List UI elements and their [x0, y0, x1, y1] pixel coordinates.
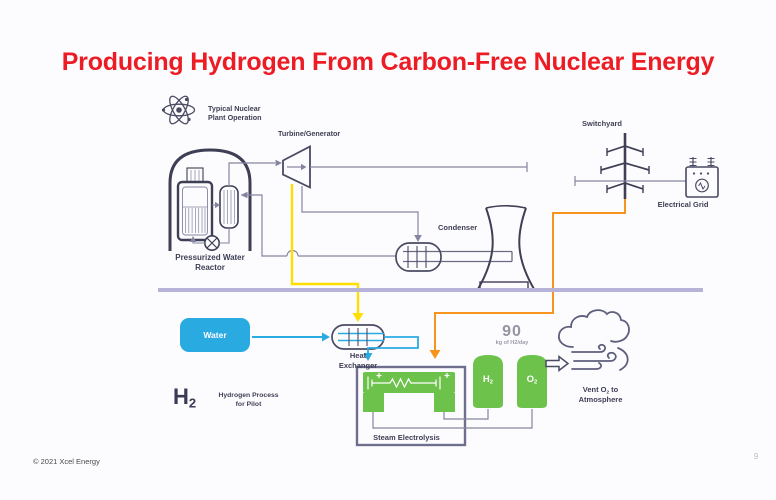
h2-tank-label: H2 [482, 374, 494, 386]
reactor-label: Pressurized Water Reactor [175, 253, 245, 273]
typical-nuclear-label: Typical Nuclear Plant Operation [208, 104, 262, 123]
copyright-text: © 2021 Xcel Energy [33, 457, 100, 466]
vent-arrow-icon [545, 354, 570, 373]
production-rate-unit: kg of H2/day [495, 340, 529, 346]
slide-title: Producing Hydrogen From Carbon-Free Nucl… [61, 48, 715, 76]
cloud-wind-icon [558, 309, 630, 371]
water-feed-arrow [252, 332, 330, 342]
condenser-label: Condenser [438, 223, 478, 232]
cooling-tower-icon [477, 204, 535, 290]
o2-tank-label: O2 [526, 374, 538, 386]
atom-icon [161, 95, 196, 125]
turbine-condenser-line [301, 186, 422, 242]
water-source-box: Water [180, 318, 250, 352]
switchyard-icon [600, 133, 650, 199]
steam-line [228, 159, 282, 186]
electrical-grid-label: Electrical Grid [657, 200, 709, 209]
steam-feed-line [363, 336, 419, 361]
h2-symbol: H2 [173, 384, 197, 411]
condensate-return-line [240, 191, 396, 257]
turbine-generator-label: Turbine/Generator [278, 129, 341, 138]
hydrogen-process-label: Hydrogen Process for Pilot [218, 392, 279, 408]
power-to-electrolysis-arrow [429, 199, 626, 359]
h2-cylinder [473, 355, 503, 408]
water-label: Water [203, 330, 227, 340]
vent-label: Vent O2 to Atmosphere [578, 385, 623, 405]
production-rate-value: 90 [502, 323, 522, 340]
page-number: 9 [753, 452, 759, 461]
switchyard-label: Switchyard [581, 119, 622, 128]
steam-electrolysis-label: Steam Electrolysis [373, 433, 440, 442]
condenser-icon [395, 242, 513, 272]
o2-cylinder [517, 355, 547, 408]
tank-feed-lines [372, 409, 533, 429]
electrolysis-stack [363, 372, 455, 412]
grid-feed-line [574, 176, 686, 186]
heat-exchanger-label: Heat Exchanger [338, 351, 378, 370]
section-divider [158, 288, 703, 292]
heat-exchanger-icon [331, 324, 385, 350]
turbine-generator-icon [282, 145, 311, 189]
electrical-grid-icon [685, 157, 719, 198]
pressurized-water-reactor-icon [168, 148, 252, 252]
steam-electrolysis-box [355, 365, 467, 447]
generator-output-line [310, 162, 528, 172]
steam-to-electrolysis-arrow [290, 184, 364, 322]
